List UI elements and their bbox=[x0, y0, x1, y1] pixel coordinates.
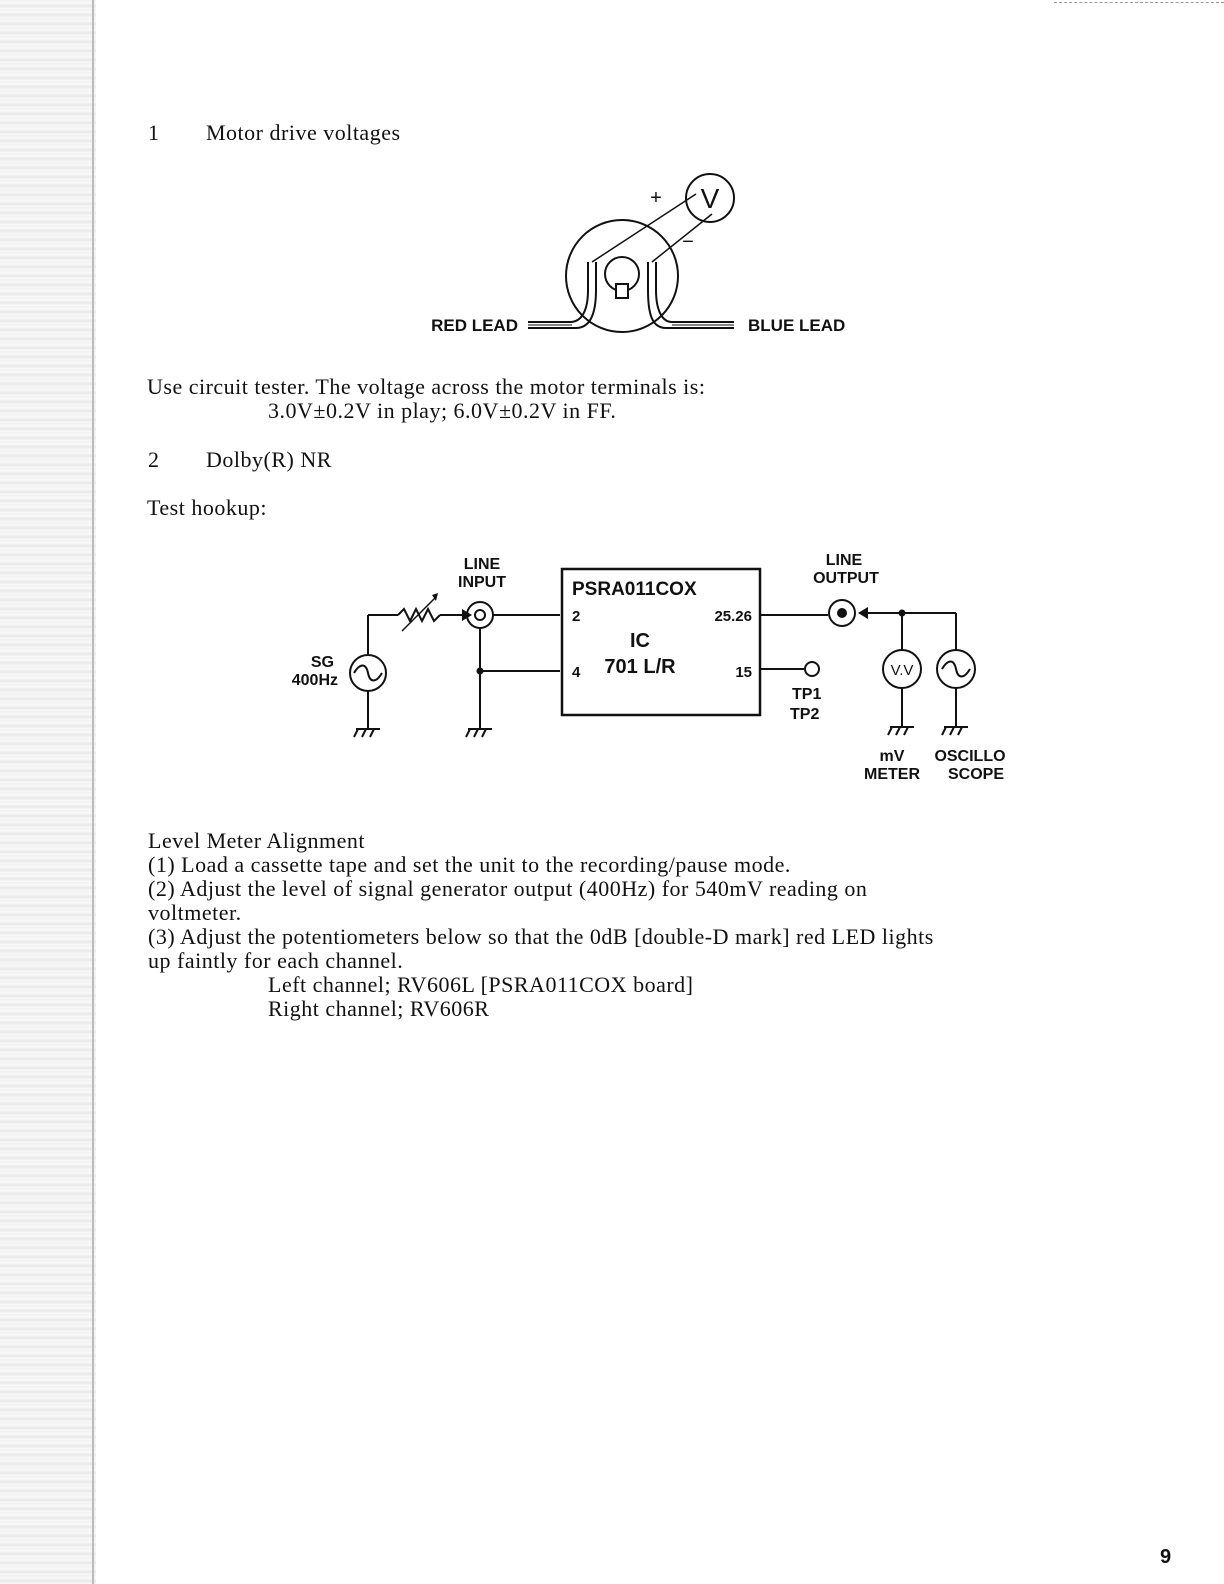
red-lead-label: RED LEAD bbox=[431, 316, 518, 335]
step-1: (1) Load a cassette tape and set the uni… bbox=[148, 852, 791, 877]
paragraph-1-line-2: 3.0V±0.2V in play; 6.0V±0.2V in FF. bbox=[268, 398, 617, 423]
paragraph-1-line-1: Use circuit tester. The voltage across t… bbox=[147, 374, 706, 399]
line-output-label-2: OUTPUT bbox=[813, 570, 879, 587]
ground-icon bbox=[353, 728, 380, 738]
voltmeter-label: V bbox=[701, 183, 720, 214]
step-3-line-1: (3) Adjust the potentiometers below so t… bbox=[148, 924, 934, 949]
oscillo-label: OSCILLO bbox=[934, 748, 1005, 765]
section-2-number: 2 bbox=[148, 447, 159, 472]
voltmeter-icon bbox=[685, 173, 735, 223]
ic-label: IC bbox=[630, 630, 650, 652]
left-channel-instruction: Left channel; RV606L [PSRA011COX board] bbox=[268, 972, 694, 997]
section-1-title: Motor drive voltages bbox=[206, 120, 401, 145]
minus-probe bbox=[651, 213, 713, 263]
line-output-jack-icon bbox=[828, 599, 856, 627]
test-hookup-label: Test hookup: bbox=[147, 495, 267, 520]
tp2-label: TP2 bbox=[790, 706, 819, 723]
level-meter-title: Level Meter Alignment bbox=[148, 828, 365, 853]
line-input-label-1: LINE bbox=[464, 556, 501, 573]
blue-lead-wire bbox=[655, 262, 734, 323]
blue-lead-label: BLUE LEAD bbox=[748, 316, 845, 335]
section-2-title: Dolby(R) NR bbox=[206, 447, 332, 472]
test-point-icon bbox=[804, 661, 820, 677]
pin-25-26-label: 25.26 bbox=[714, 608, 752, 625]
motor-diagram: V + − RED LEAD BLUE LEAD bbox=[431, 173, 845, 335]
line-input-label-2: INPUT bbox=[458, 574, 506, 591]
red-lead-wire bbox=[528, 262, 589, 323]
test-hookup-diagram: SG 400Hz LINE INPUT PSRA011COX 2 25.26 I… bbox=[292, 552, 1006, 783]
plus-label: + bbox=[650, 187, 662, 209]
top-dashed-line bbox=[1054, 2, 1224, 3]
plus-probe bbox=[591, 193, 697, 263]
ic-name: PSRA011COX bbox=[572, 579, 697, 600]
ic-box bbox=[560, 567, 762, 717]
page-number: 9 bbox=[1160, 1546, 1172, 1568]
step-2-line-1: (2) Adjust the level of signal generator… bbox=[148, 876, 868, 901]
binding-edge bbox=[92, 0, 94, 1584]
sg-frequency-label: 400Hz bbox=[292, 672, 338, 689]
mv-label: mV bbox=[880, 748, 905, 765]
pin-4-label: 4 bbox=[572, 664, 581, 681]
tp1-label: TP1 bbox=[792, 686, 821, 703]
minus-label: − bbox=[682, 231, 694, 253]
step-2-line-2: voltmeter. bbox=[148, 900, 242, 925]
ic-number: 701 L/R bbox=[604, 656, 676, 678]
binding-shadow bbox=[0, 0, 96, 1584]
pin-15-label: 15 bbox=[735, 664, 752, 681]
sg-label: SG bbox=[311, 654, 334, 671]
pin-2-label: 2 bbox=[572, 608, 580, 625]
line-output-label-1: LINE bbox=[826, 552, 863, 569]
vv-label: V.V bbox=[891, 662, 914, 679]
motor-body bbox=[565, 219, 679, 333]
scope-label: SCOPE bbox=[948, 766, 1004, 783]
meter-label: METER bbox=[864, 766, 920, 783]
step-3-line-2: up faintly for each channel. bbox=[148, 948, 404, 973]
section-1-number: 1 bbox=[148, 120, 159, 145]
right-channel-instruction: Right channel; RV606R bbox=[268, 996, 490, 1021]
